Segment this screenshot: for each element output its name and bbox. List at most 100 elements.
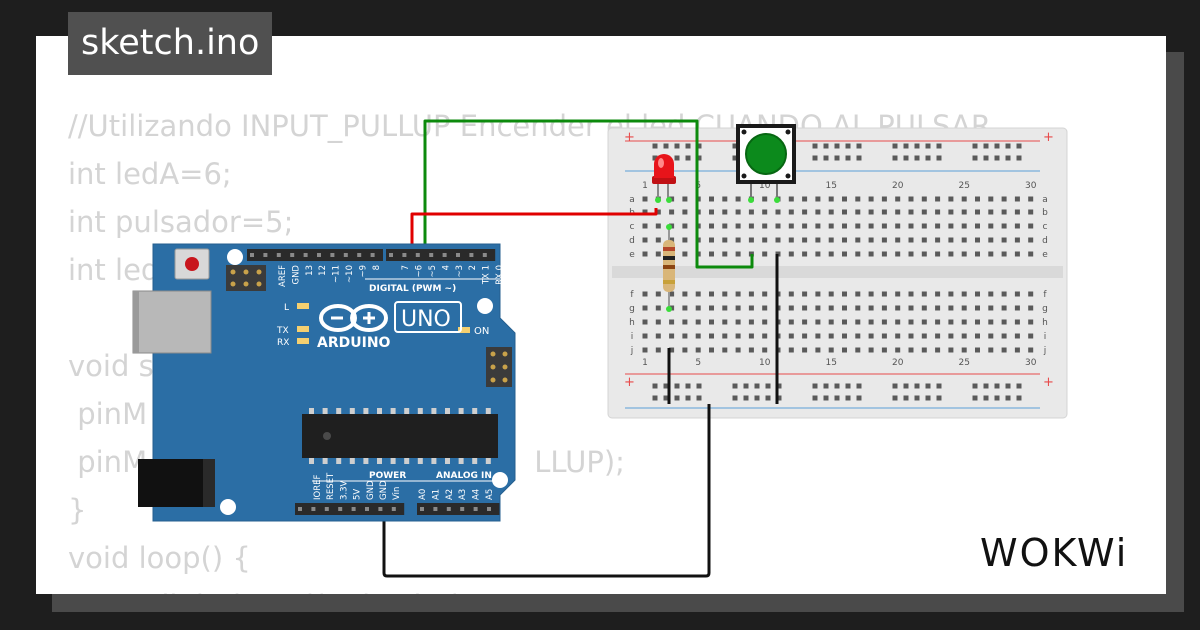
connection-markers bbox=[655, 197, 780, 312]
code-line: ... digitalRead(pulsador); bbox=[68, 589, 472, 594]
pin-label: A3 bbox=[458, 489, 468, 500]
pin-label: 4 bbox=[441, 265, 451, 270]
pin-label: 3.3V bbox=[339, 480, 349, 500]
analog-header bbox=[417, 503, 500, 515]
pin-label: AREF bbox=[278, 265, 288, 287]
code-line: void s bbox=[68, 349, 154, 383]
pin-label: ~3 bbox=[455, 265, 465, 278]
arduino-logo-text: ARDUINO bbox=[317, 335, 391, 351]
col-number-15: 15 bbox=[825, 181, 836, 191]
row-label-h: h bbox=[629, 318, 635, 328]
col-number-20: 20 bbox=[892, 358, 904, 368]
col-number-25: 25 bbox=[958, 358, 969, 368]
pin-label: A1 bbox=[431, 489, 441, 500]
code-line: int led bbox=[68, 253, 160, 287]
code-line: } bbox=[68, 493, 87, 527]
pin-label: GND bbox=[291, 265, 301, 285]
onboard-led-tx bbox=[297, 326, 309, 332]
pin-label: Vin bbox=[392, 487, 402, 500]
onboard-led-on bbox=[458, 327, 470, 333]
col-number-20: 20 bbox=[892, 181, 904, 191]
row-label-b: b bbox=[1042, 208, 1048, 218]
row-label-c: c bbox=[630, 222, 635, 232]
row-label-c: c bbox=[1043, 222, 1048, 232]
pin-label: 12 bbox=[318, 265, 328, 276]
pin-label: ~11 bbox=[332, 265, 342, 283]
row-label-a: a bbox=[1042, 195, 1048, 205]
row-label-h: h bbox=[1042, 318, 1048, 328]
pin-label: A0 bbox=[418, 489, 428, 500]
board-model: UNO bbox=[401, 307, 451, 332]
rail-plus-top-left: + bbox=[624, 130, 635, 145]
digital-header bbox=[247, 249, 496, 261]
wire-black-gnd[interactable] bbox=[382, 404, 711, 578]
code-line: void loop() { bbox=[68, 541, 251, 575]
code-line: int ledA=6; bbox=[68, 157, 232, 191]
onboard-led-rx bbox=[297, 338, 309, 344]
red-led[interactable] bbox=[652, 154, 676, 200]
microcontroller-chip bbox=[302, 408, 498, 464]
pin-label: IOREF bbox=[313, 475, 323, 500]
col-number-30: 30 bbox=[1025, 181, 1037, 191]
row-label-d: d bbox=[1042, 236, 1048, 246]
pin-label: A4 bbox=[472, 489, 482, 500]
pin-label: 2 bbox=[468, 265, 478, 270]
code-line: pinM bbox=[68, 397, 148, 431]
icsp2-header bbox=[486, 347, 512, 387]
wokwi-logo-text: WOKWi bbox=[980, 531, 1128, 575]
pin-label: A2 bbox=[445, 489, 455, 500]
rail-plus-top-right: + bbox=[1043, 130, 1054, 145]
row-label-g: g bbox=[629, 304, 635, 314]
led-tx-label: TX bbox=[276, 326, 289, 336]
pin-label: 5V bbox=[353, 489, 363, 500]
row-label-j: j bbox=[1043, 346, 1047, 356]
col-number-15: 15 bbox=[825, 358, 836, 368]
row-label-e: e bbox=[1042, 250, 1048, 260]
wire-green[interactable] bbox=[423, 119, 754, 269]
digital-section-label: DIGITAL (PWM ~) bbox=[369, 284, 456, 294]
rail-plus-bottom-left: + bbox=[624, 375, 635, 390]
onboard-led-l bbox=[297, 303, 309, 309]
row-label-e: e bbox=[629, 250, 635, 260]
row-label-i: i bbox=[1044, 332, 1047, 342]
col-number-5: 5 bbox=[695, 358, 701, 368]
pin-label: ~9 bbox=[358, 265, 368, 278]
col-number-1: 1 bbox=[642, 181, 648, 191]
pin-label: 13 bbox=[305, 265, 315, 276]
row-label-j: j bbox=[630, 346, 634, 356]
file-tab[interactable]: sketch.ino bbox=[68, 12, 273, 75]
pin-label: 8 bbox=[372, 265, 382, 270]
power-header bbox=[295, 503, 405, 515]
row-label-a: a bbox=[629, 195, 635, 205]
row-label-i: i bbox=[631, 332, 634, 342]
usb-connector bbox=[132, 290, 212, 354]
pin-label: TX 1 bbox=[482, 265, 492, 285]
col-number-25: 25 bbox=[958, 181, 969, 191]
power-section-label: POWER bbox=[369, 471, 406, 481]
pin-label: GND bbox=[379, 480, 389, 500]
col-number-10: 10 bbox=[759, 358, 771, 368]
pushbutton[interactable] bbox=[736, 124, 796, 200]
resistor[interactable] bbox=[663, 228, 675, 308]
wokwi-logo: WOKWi bbox=[980, 531, 1128, 575]
code-line: int pulsador=5; bbox=[68, 205, 294, 239]
col-number-10: 10 bbox=[759, 181, 771, 191]
pin-label: GND bbox=[366, 480, 376, 500]
col-number-30: 30 bbox=[1025, 358, 1037, 368]
led-on-label: ON bbox=[474, 326, 489, 337]
icsp-header bbox=[226, 265, 266, 291]
row-label-f: f bbox=[1043, 290, 1047, 300]
pin-label: A5 bbox=[485, 489, 495, 500]
pin-label: RX 0 bbox=[495, 265, 505, 285]
pin-label: ~6 bbox=[415, 265, 425, 278]
wire-red[interactable] bbox=[410, 208, 658, 253]
pin-label: ~10 bbox=[345, 265, 355, 283]
row-label-d: d bbox=[629, 236, 635, 246]
power-jack bbox=[138, 459, 215, 507]
